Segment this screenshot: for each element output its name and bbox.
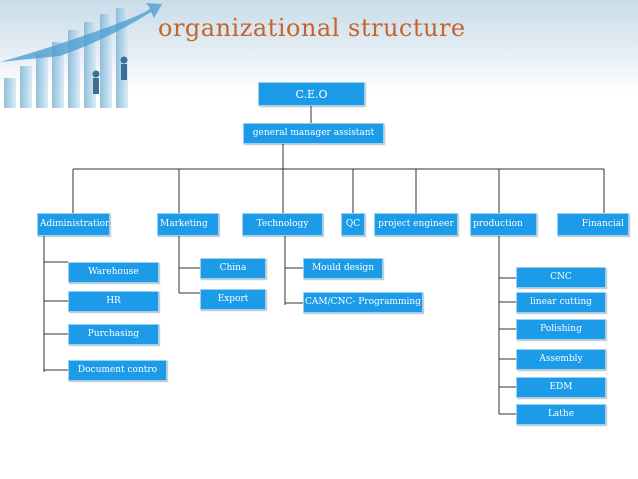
production-unit: linear cutting [516, 292, 606, 313]
dept-technology: Technology [242, 213, 323, 236]
production-unit: Assembly [516, 349, 606, 370]
admin-unit: Purchasing [68, 324, 159, 345]
production-unit: EDM [516, 377, 606, 398]
dept-financial: Financial [557, 213, 629, 236]
admin-unit: Warehouse [68, 262, 159, 283]
admin-unit: HR [68, 291, 159, 312]
admin-unit: Document contro [68, 360, 167, 381]
dept-project-engineer: project engineer [374, 213, 458, 236]
production-unit: Lathe [516, 404, 606, 425]
production-unit: CNC [516, 267, 606, 288]
technology-unit: Mould design [303, 258, 383, 279]
marketing-unit: China [200, 258, 266, 279]
dept-administration: Adiministration [37, 213, 110, 236]
technology-unit: CAM/CNC- Programming [303, 292, 423, 313]
production-unit: Polishing [516, 319, 606, 340]
gm-assistant-box: general manager assistant [243, 123, 384, 144]
slide-title: organizational structure [158, 14, 466, 42]
growth-chart-graphic [0, 3, 162, 108]
dept-qc: QC [341, 213, 365, 236]
dept-production: production [470, 213, 537, 236]
dept-marketing: Marketing [157, 213, 219, 236]
marketing-unit: Export [200, 289, 266, 310]
ceo-box: C.E.O [258, 82, 365, 106]
